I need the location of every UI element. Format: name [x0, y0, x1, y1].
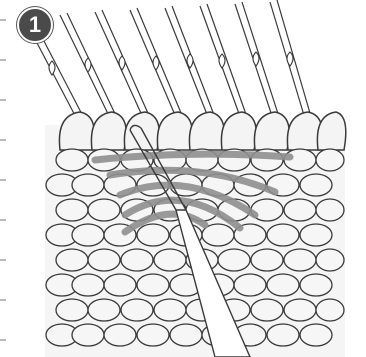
step-number: 1 — [29, 14, 41, 36]
knit-row-8 — [46, 324, 332, 346]
knit-row-6 — [46, 274, 332, 296]
step-number-badge: 1 — [17, 7, 53, 43]
live-stitch-loops — [59, 112, 345, 150]
